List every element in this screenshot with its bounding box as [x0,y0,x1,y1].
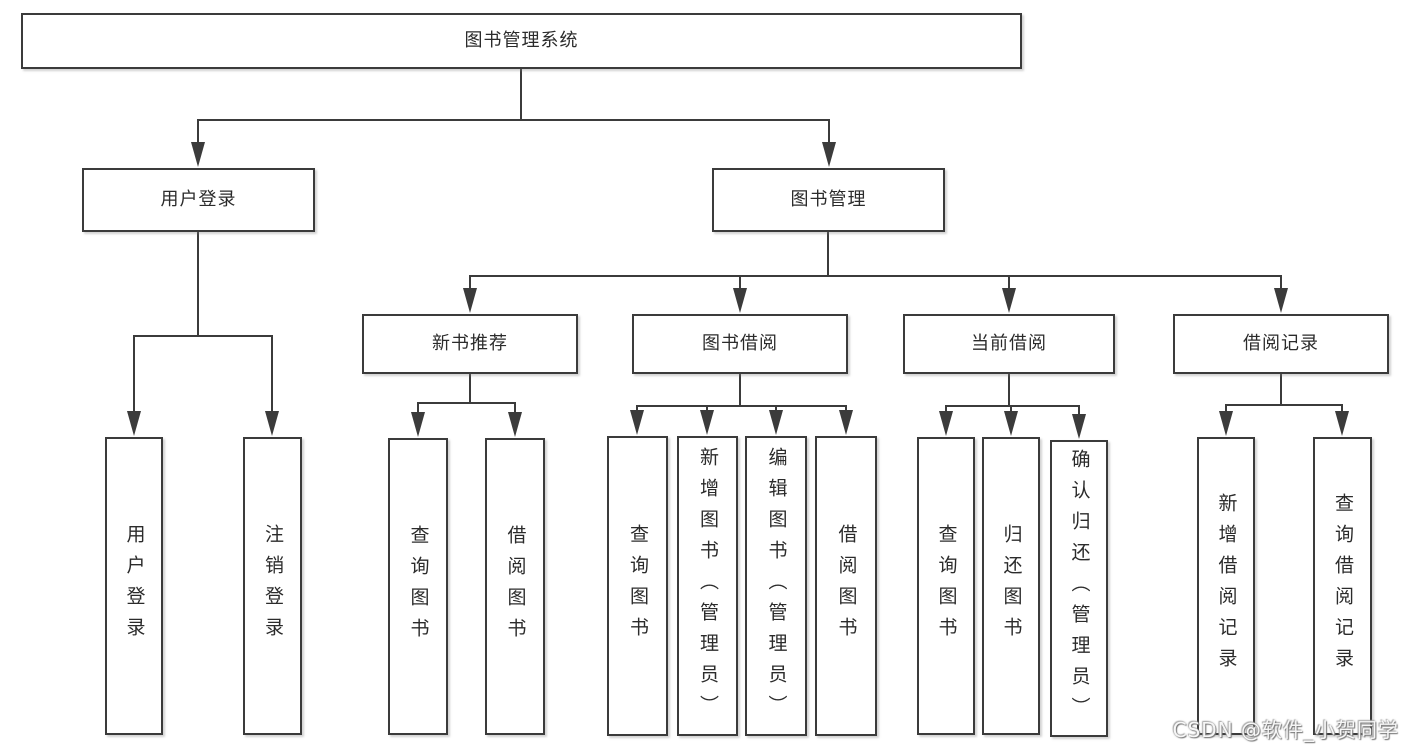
leaf-newbook-borrow-books: 借阅图书 [485,438,545,735]
node-book-borrowing: 图书借阅 [632,314,848,374]
leaf-borrow-query-books: 查询图书 [607,436,668,736]
leaf-logout: 注销登录 [243,437,302,735]
arrowhead [411,412,425,437]
leaf-records-add-record: 新增借阅记录 [1197,437,1255,735]
arrowhead [508,412,522,437]
node-current-borrowing: 当前借阅 [903,314,1115,374]
node-borrow-records: 借阅记录 [1173,314,1389,374]
arrowhead [1274,288,1288,313]
connector-borrow-to-leaves [630,373,853,435]
arrowhead [733,288,747,313]
node-new-book-recommend: 新书推荐 [362,314,578,374]
arrowhead [839,410,853,435]
arrowhead [700,410,714,435]
arrowhead [769,410,783,435]
node-user-login: 用户登录 [82,168,315,232]
arrowhead [127,411,141,436]
leaf-newbook-query-books: 查询图书 [388,438,448,735]
arrowhead [1004,411,1018,436]
arrowhead [822,142,836,167]
connector-root-to-level2 [191,68,836,167]
leaf-current-return-books: 归还图书 [982,437,1040,735]
arrowhead [630,410,644,435]
connector-records-to-leaves [1219,373,1349,436]
leaf-current-confirm-return-admin: 确认归还（管理员） [1050,440,1108,737]
leaf-records-query-record: 查询借阅记录 [1313,437,1372,735]
arrowhead [1335,411,1349,436]
leaf-borrow-edit-books-admin: 编辑图书（管理员） [745,436,807,736]
leaf-current-query-books: 查询图书 [917,437,975,735]
csdn-watermark: CSDN @软件_小贺同学 [1172,718,1399,742]
arrowhead [265,411,279,436]
leaf-borrow-add-books-admin: 新增图书（管理员） [677,436,738,736]
node-library-system: 图书管理系统 [21,13,1022,69]
connector-current-to-leaves [939,373,1086,439]
arrowhead [463,288,477,313]
connector-mgmt-to-level3 [463,231,1288,313]
arrowhead [1072,414,1086,439]
leaf-borrow-borrow-books: 借阅图书 [815,436,877,736]
connector-login-to-leaves [127,231,279,436]
node-book-management: 图书管理 [712,168,945,232]
arrowhead [191,142,205,167]
arrowhead [1219,411,1233,436]
arrowhead [1002,288,1016,313]
arrowhead [939,411,953,436]
connector-newbook-to-leaves [411,373,522,437]
leaf-user-login: 用户登录 [105,437,163,735]
